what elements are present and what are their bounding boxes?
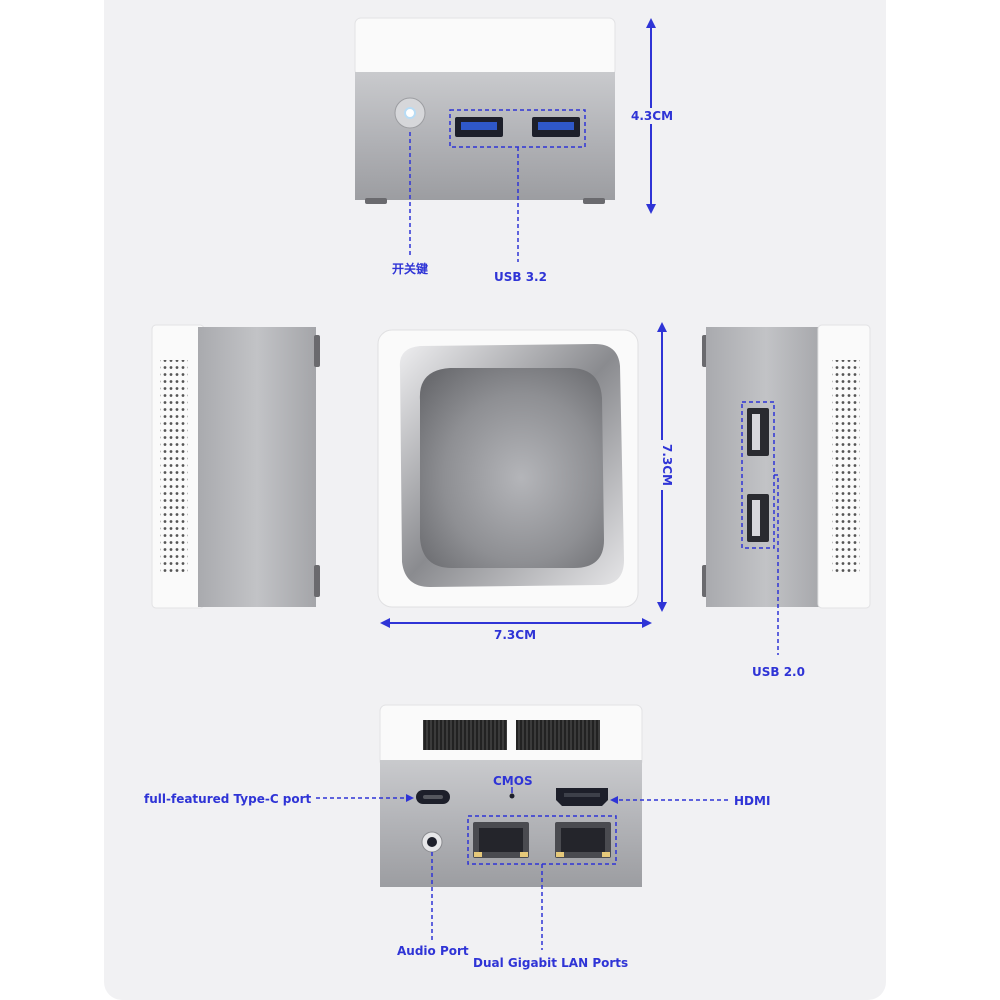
usb20-port-2-tongue <box>752 500 760 536</box>
front-height-label: 4.3CM <box>631 109 674 123</box>
height-arrow-up-icon <box>646 18 656 28</box>
lan-port-1-led-left <box>474 852 482 857</box>
cmos-pinhole <box>509 793 515 799</box>
depth-arrow-down-icon <box>657 602 667 612</box>
front-view <box>354 17 672 262</box>
depth-arrow-up-icon <box>657 322 667 332</box>
lan-ports-label: Dual Gigabit LAN Ports <box>473 956 629 970</box>
width-arrow-left-icon <box>380 618 390 628</box>
audio-port-label: Audio Port <box>397 944 469 958</box>
top-view <box>377 322 672 628</box>
usb32-port-1-tongue <box>461 122 497 130</box>
lan-port-1-led-right <box>520 852 528 857</box>
top-depth-label: 7.3CM <box>660 443 675 487</box>
usb32-port-2-tongue <box>538 122 574 130</box>
lan-port-2-jack <box>561 828 605 852</box>
typec-port-tongue <box>423 795 443 799</box>
height-label-backing <box>630 108 672 124</box>
usb32-label: USB 3.2 <box>494 270 547 284</box>
right-vent-holes <box>832 360 860 575</box>
hdmi-port-pins <box>564 793 600 797</box>
power-button-label: 开关键 <box>392 262 429 276</box>
hdmi-arrow-icon <box>610 796 618 804</box>
rear-view <box>316 704 728 950</box>
front-foot-right <box>583 198 605 204</box>
left-silver-body <box>198 327 316 607</box>
cmos-label: CMOS <box>493 774 533 788</box>
typec-arrow-icon <box>406 794 414 802</box>
top-center-disc <box>419 368 604 568</box>
typec-label: full-featured Type-C port <box>144 792 312 806</box>
left-foot-top <box>314 335 320 367</box>
audio-port-hole <box>427 837 437 847</box>
depth-label-backing <box>654 440 672 490</box>
lan-port-2-led-left <box>556 852 564 857</box>
width-arrow-right-icon <box>642 618 652 628</box>
left-vent-holes <box>160 360 188 575</box>
usb20-label: USB 2.0 <box>752 665 805 679</box>
left-side-view <box>151 324 320 609</box>
top-width-label: 7.3CM <box>494 628 537 642</box>
usb20-port-1-tongue <box>752 414 760 450</box>
rear-vent-left <box>423 720 507 750</box>
front-top-shell <box>354 17 616 77</box>
usb20-leader <box>774 474 779 655</box>
right-side-view <box>702 324 871 655</box>
hdmi-label: HDMI <box>734 794 771 808</box>
rear-top-shell <box>379 704 643 768</box>
lan-port-1-jack <box>479 828 523 852</box>
rear-vent-right <box>516 720 600 750</box>
lan-port-2-led-right <box>602 852 610 857</box>
front-foot-left <box>365 198 387 204</box>
power-led-icon <box>404 107 416 119</box>
right-silver-body <box>706 327 826 607</box>
height-arrow-down-icon <box>646 204 656 214</box>
left-foot-bottom <box>314 565 320 597</box>
